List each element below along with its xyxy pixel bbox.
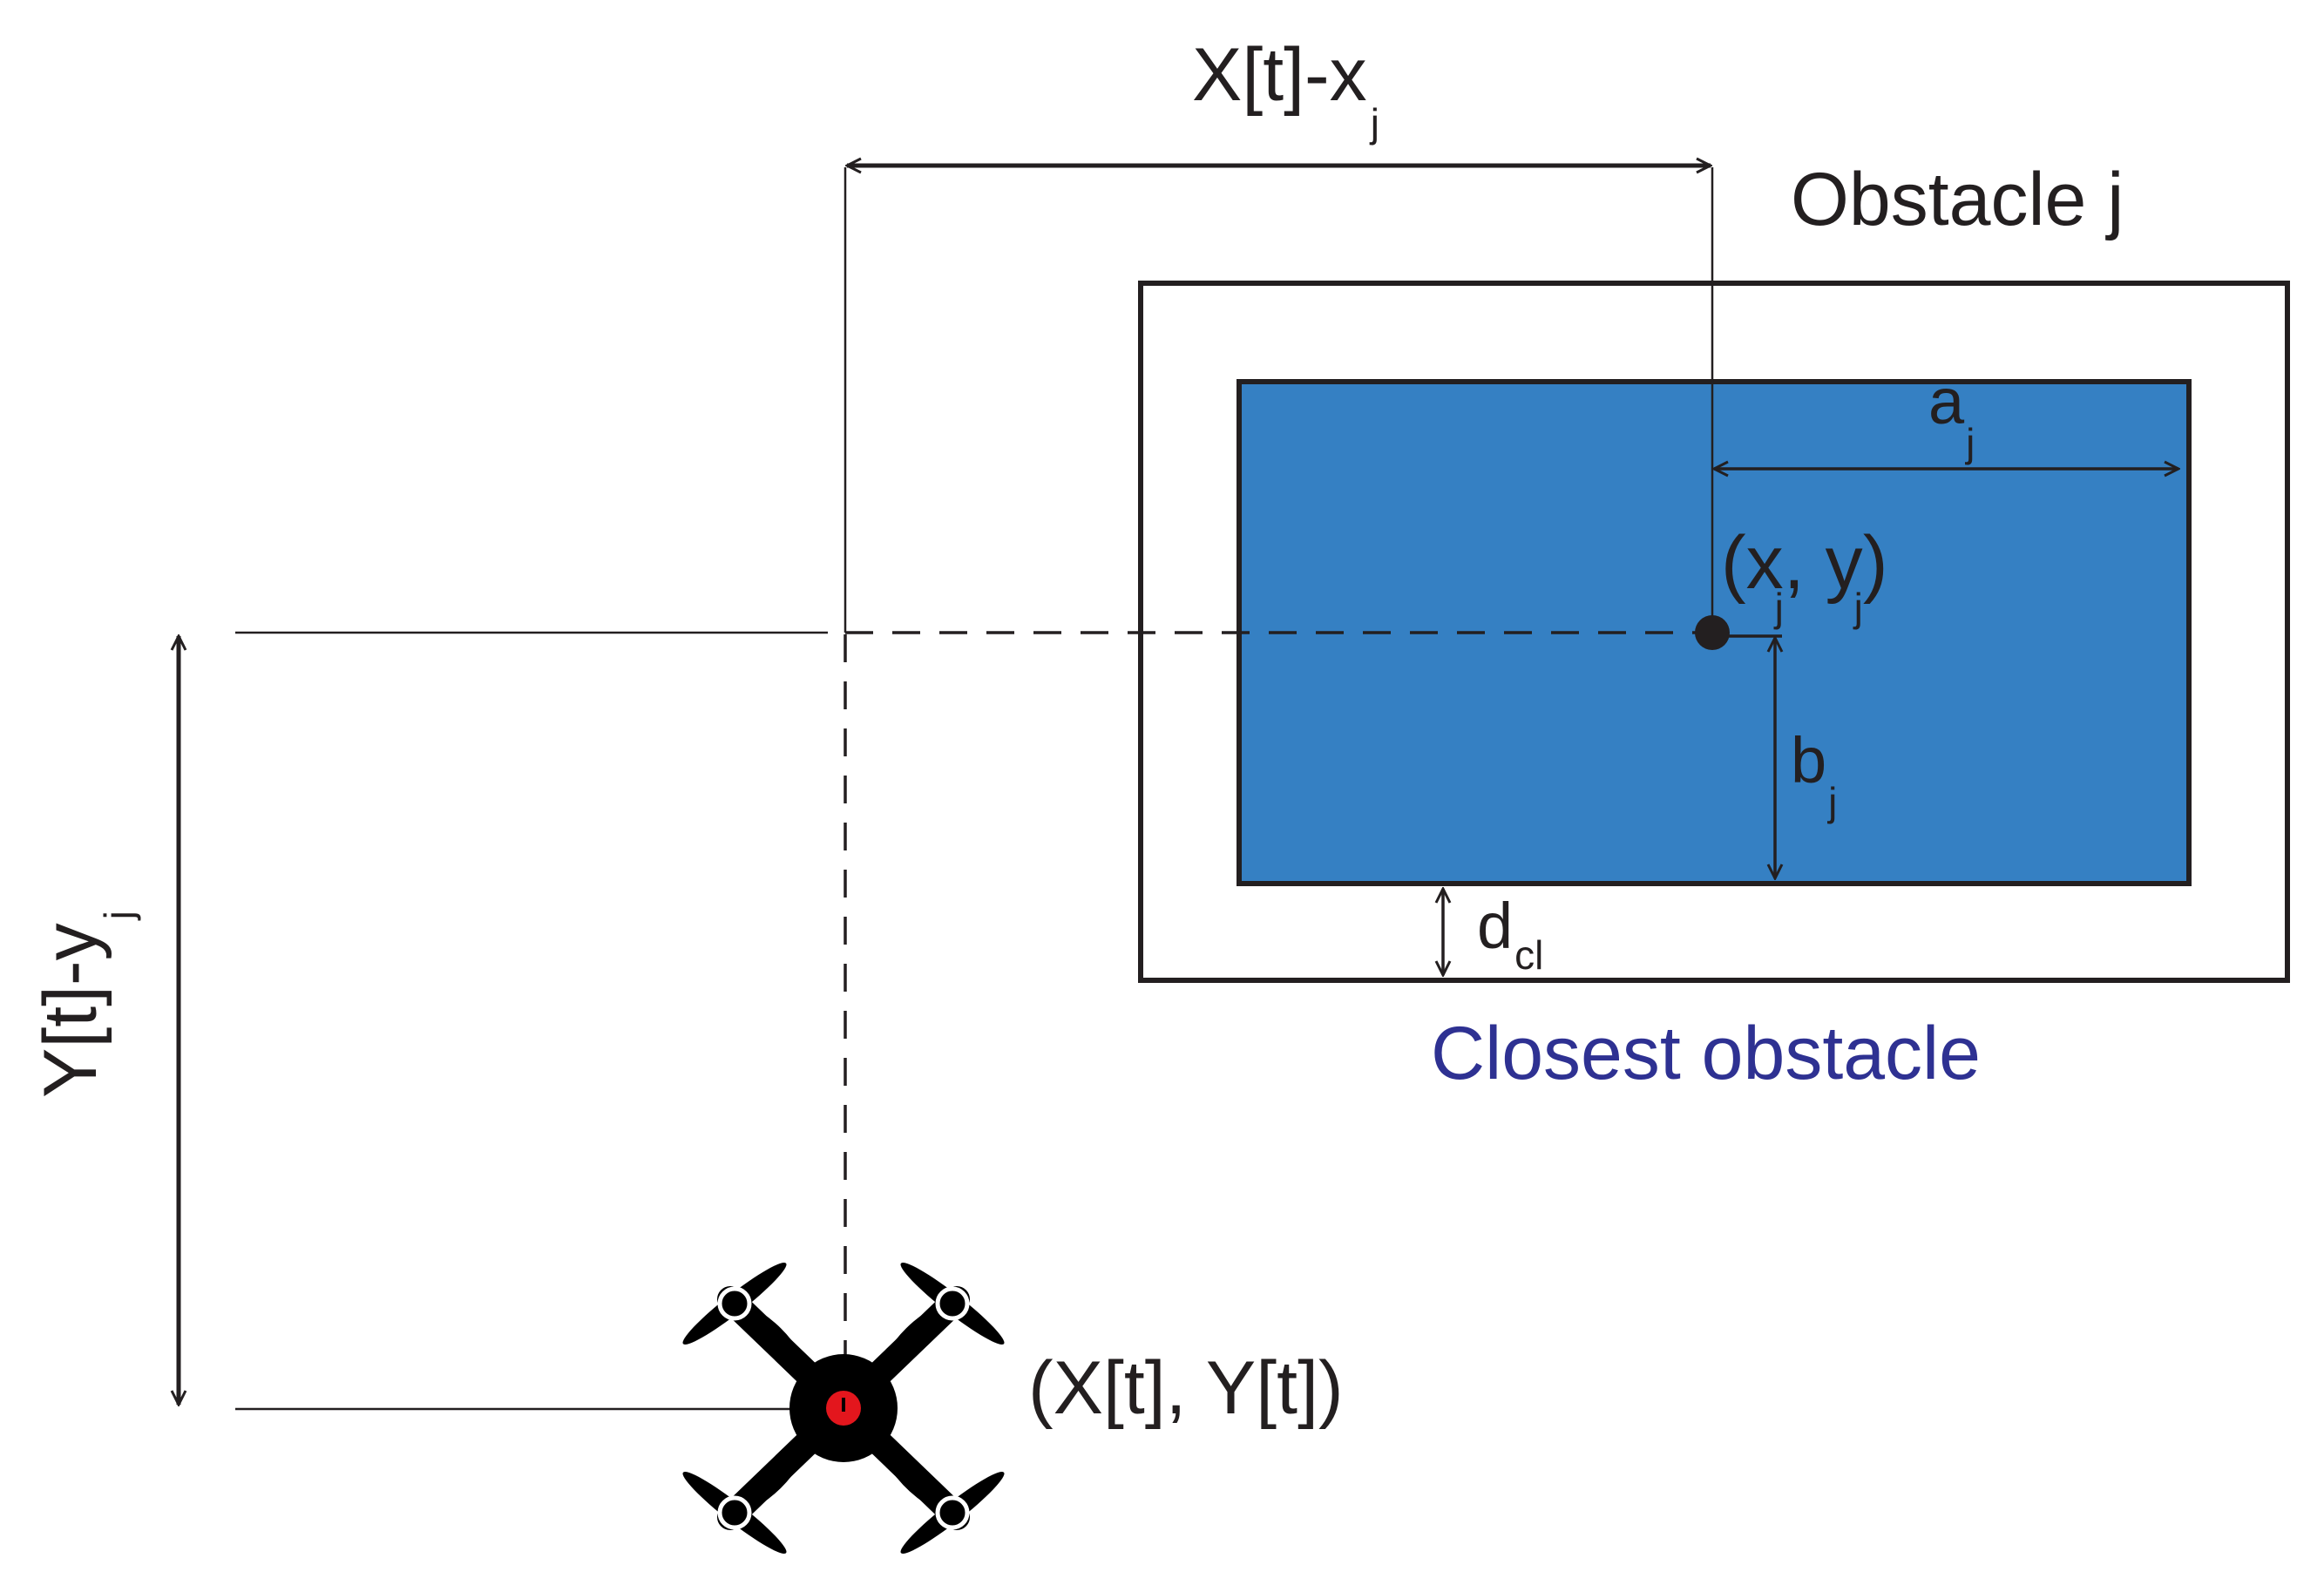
dy-label: Y[t]-yj	[29, 911, 141, 1098]
a-label: aj	[1928, 365, 1975, 465]
dx-label: X[t]-xj	[1192, 33, 1379, 146]
quadcopter-icon	[682, 1263, 1005, 1554]
obstacle-title: Obstacle j	[1791, 158, 2124, 241]
obstacle-center-point	[1695, 615, 1730, 650]
b-label: bj	[1791, 724, 1837, 824]
closest-obstacle-label: Closest obstacle	[1431, 1012, 1981, 1095]
dcl-label: dcl	[1477, 890, 1543, 978]
drone-position-label: (X[t], Y[t])	[1028, 1346, 1344, 1430]
